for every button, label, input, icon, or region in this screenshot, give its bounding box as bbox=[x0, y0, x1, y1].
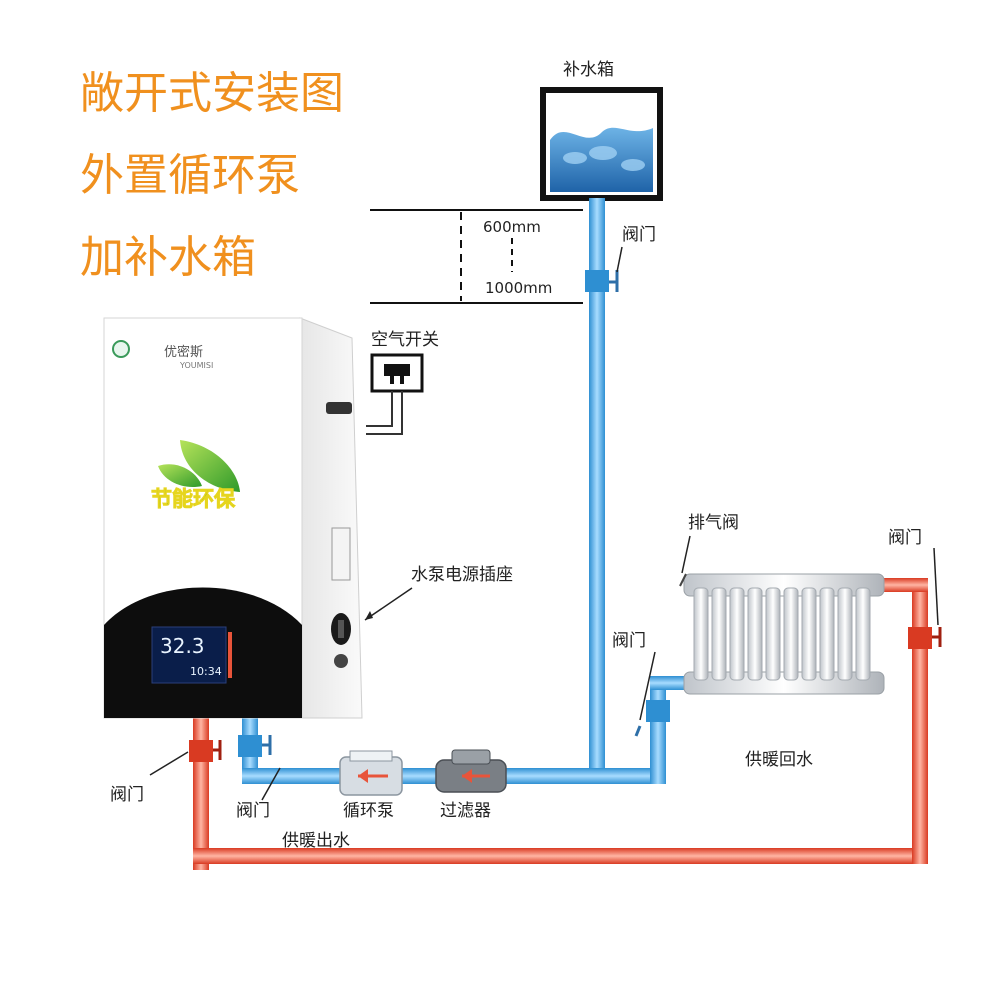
radiator-fin bbox=[693, 587, 709, 681]
radiator-fin bbox=[747, 587, 763, 681]
air-switch-label: 空气开关 bbox=[371, 330, 439, 350]
eco-badge: 节能环保 bbox=[151, 487, 236, 511]
brand-en: YOUMISI bbox=[179, 361, 213, 370]
water-wave-icon bbox=[550, 127, 653, 192]
left-blue-valve-label: 阀门 bbox=[236, 801, 270, 821]
hot-water-loop: 阀门 阀门 bbox=[110, 528, 942, 870]
title-line-2: 外置循环泵 bbox=[80, 150, 300, 201]
valve-icon bbox=[609, 270, 619, 292]
height-dimension: 600mm 1000mm bbox=[370, 209, 583, 304]
display-time: 10:34 bbox=[190, 665, 222, 678]
top-valve-label: 阀门 bbox=[622, 225, 656, 245]
valve-icon bbox=[213, 627, 942, 760]
pump-arrow-icon bbox=[462, 769, 490, 783]
circulation-pump: 循环泵 bbox=[339, 750, 403, 821]
filter-label: 过滤器 bbox=[440, 801, 491, 821]
pump-arrow-icon bbox=[358, 769, 388, 783]
radiator-fins bbox=[693, 587, 871, 681]
radiator-fin bbox=[765, 587, 781, 681]
radiator-fin bbox=[783, 587, 799, 681]
radiator-fin bbox=[801, 587, 817, 681]
pump-label: 循环泵 bbox=[343, 801, 394, 821]
valve-icon bbox=[262, 725, 642, 755]
radiator-fin bbox=[711, 587, 727, 681]
dim-600-label: 600mm bbox=[483, 218, 541, 236]
radiator-fin bbox=[819, 587, 835, 681]
tank-label: 补水箱 bbox=[563, 60, 614, 80]
socket-icon bbox=[331, 613, 351, 645]
brand-cn: 优密斯 bbox=[164, 344, 203, 360]
switch-icon bbox=[384, 364, 410, 384]
radiator: 排气阀 bbox=[679, 513, 885, 695]
makeup-pipe: 阀门 bbox=[585, 198, 656, 770]
display-main-value: 32.3 bbox=[160, 634, 205, 658]
pump-socket-label: 水泵电源插座 bbox=[411, 565, 513, 585]
title-block: 敞开式安装图 外置循环泵 加补水箱 bbox=[80, 68, 344, 283]
makeup-water-tank: 补水箱 bbox=[540, 60, 663, 201]
title-line-3: 加补水箱 bbox=[80, 232, 256, 283]
electric-boiler: 优密斯 YOUMISI 节能环保 32.3 10:34 水泵电源插座 bbox=[103, 317, 513, 719]
leaf-icon bbox=[158, 440, 240, 492]
return-water-label: 供暖回水 bbox=[745, 750, 813, 770]
right-red-valve-label: 阀门 bbox=[888, 528, 922, 548]
filter: 过滤器 bbox=[435, 749, 507, 821]
radiator-fin bbox=[855, 587, 871, 681]
middle-valve-label: 阀门 bbox=[612, 631, 646, 651]
dim-1000-label: 1000mm bbox=[485, 279, 552, 297]
title-line-1: 敞开式安装图 bbox=[80, 68, 344, 119]
radiator-fin bbox=[729, 587, 745, 681]
left-red-valve-label: 阀门 bbox=[110, 785, 144, 805]
radiator-fin bbox=[837, 587, 853, 681]
supply-out-label: 供暖出水 bbox=[282, 831, 350, 851]
exhaust-valve-label: 排气阀 bbox=[688, 513, 739, 533]
air-switch: 空气开关 bbox=[366, 330, 439, 435]
